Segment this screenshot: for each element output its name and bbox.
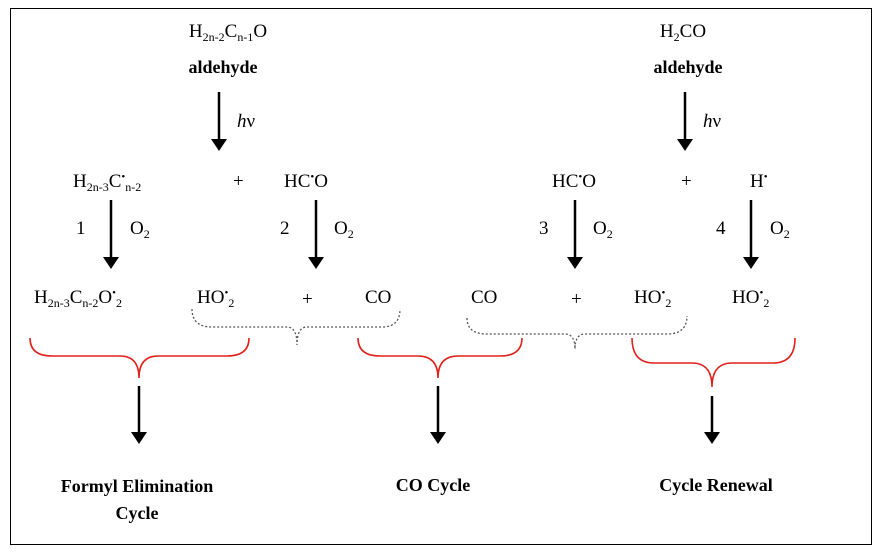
- cycle-arrow-co: [430, 386, 446, 444]
- step-number-3: 3: [539, 218, 549, 239]
- reaction-arrow-4: [743, 200, 759, 269]
- reaction-arrow-3: [567, 200, 583, 269]
- formyl-elimination-cycle-label-line1: Formyl Elimination: [60, 476, 214, 496]
- cycle-renewal-label: Cycle Renewal: [659, 475, 773, 495]
- dotted-brace-right: [466, 315, 688, 350]
- step-number-1: 1: [76, 218, 86, 239]
- alkyl-radical: H2n-3C•n-2: [73, 171, 142, 194]
- reactant-aldehyde-label: aldehyde: [188, 57, 258, 77]
- plus-sign-radicals-right: +: [681, 171, 692, 192]
- oxygen-label-3: O2: [593, 218, 613, 241]
- hydrogen-atom-radical: H•: [750, 171, 768, 192]
- formyl-elimination-cycle-label-line2: Cycle: [115, 503, 159, 523]
- step-number-4: 4: [716, 218, 726, 239]
- oxygen-label-2: O2: [334, 218, 354, 241]
- formyl-radical-left: HC•O: [284, 171, 328, 192]
- peroxy-radical: H2n-3Cn-2O•2: [34, 287, 123, 310]
- photolysis-label-right: hν: [703, 111, 722, 132]
- cycle-arrow-renewal: [704, 396, 720, 444]
- plus-sign-products-left: +: [302, 289, 313, 310]
- formaldehyde-label: aldehyde: [653, 57, 723, 77]
- carbon-monoxide-1: CO: [365, 287, 392, 308]
- carbon-monoxide-2: CO: [471, 287, 498, 308]
- hydroperoxy-radical-2: HO•2: [634, 287, 672, 310]
- hydroperoxy-radical-3: HO•2: [732, 287, 770, 310]
- formyl-radical-right: HC•O: [552, 171, 596, 192]
- plus-sign-products-right: +: [571, 289, 582, 310]
- dotted-brace-left: [191, 308, 401, 346]
- red-brace-formyl: [29, 337, 250, 379]
- red-brace-renewal: [631, 337, 796, 388]
- reaction-arrow-1: [103, 200, 119, 269]
- co-cycle-label: CO Cycle: [395, 475, 471, 495]
- reactant-aldehyde-formula: H2n-2Cn-1O: [188, 21, 268, 44]
- cycle-arrow-formyl: [131, 386, 147, 444]
- plus-sign-radicals-left: +: [233, 171, 244, 192]
- red-brace-co: [357, 337, 523, 379]
- photolysis-arrow-left: [211, 92, 227, 151]
- photolysis-arrow-right: [677, 92, 693, 151]
- step-number-2: 2: [280, 218, 290, 239]
- formaldehyde-formula: H2CO: [659, 21, 707, 44]
- oxygen-label-1: O2: [130, 218, 150, 241]
- diagram-frame: [10, 8, 872, 545]
- photolysis-label-left: hν: [237, 111, 256, 132]
- oxygen-label-4: O2: [770, 218, 790, 241]
- hydroperoxy-radical-1: HO•2: [197, 287, 235, 310]
- reaction-arrow-2: [308, 200, 324, 269]
